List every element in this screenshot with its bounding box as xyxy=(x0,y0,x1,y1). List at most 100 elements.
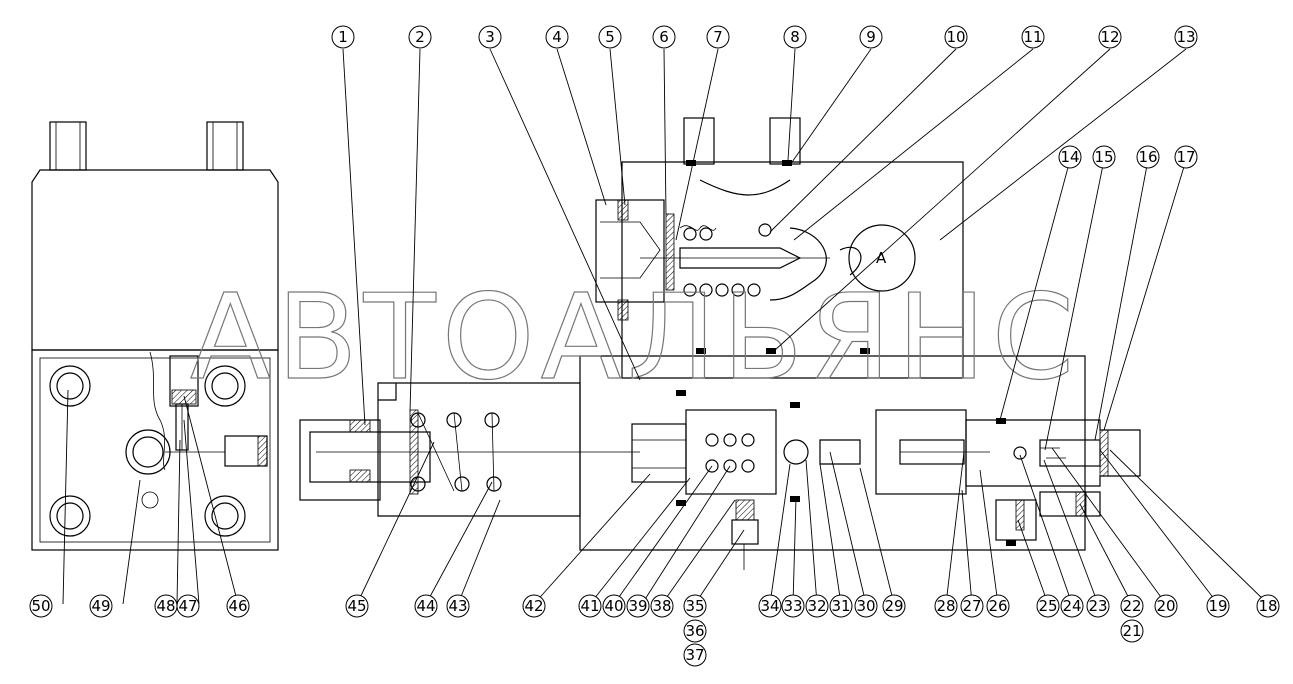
part-balloon-21: 21 xyxy=(1120,619,1144,643)
balloon-number: 25 xyxy=(1038,597,1057,615)
balloon-number: 44 xyxy=(416,597,435,615)
balloon-circle xyxy=(29,594,53,618)
section-label: A xyxy=(876,249,887,267)
balloon-circle xyxy=(805,594,829,618)
part-balloon-32: 32 xyxy=(805,594,829,618)
balloon-number: 27 xyxy=(962,597,981,615)
balloon-number: 12 xyxy=(1100,28,1119,46)
balloon-circle xyxy=(1206,594,1230,618)
balloon-number: 4 xyxy=(552,28,562,46)
balloon-circle xyxy=(522,594,546,618)
part-balloon-39: 39 xyxy=(626,594,650,618)
part-balloon-2: 2 xyxy=(408,25,432,49)
part-balloon-20: 20 xyxy=(1154,594,1178,618)
balloon-number: 14 xyxy=(1060,148,1079,166)
balloon-circle xyxy=(478,25,502,49)
part-balloon-22: 22 xyxy=(1120,594,1144,618)
balloon-number: 16 xyxy=(1138,148,1157,166)
balloon-circle xyxy=(1098,25,1122,49)
balloon-circle xyxy=(986,594,1010,618)
balloon-number: 33 xyxy=(783,597,802,615)
balloon-number: 20 xyxy=(1156,597,1175,615)
balloon-circle xyxy=(602,594,626,618)
balloon-circle xyxy=(1256,594,1280,618)
balloon-circle xyxy=(859,25,883,49)
part-balloon-38: 38 xyxy=(650,594,674,618)
balloon-number: 32 xyxy=(807,597,826,615)
balloon-circle xyxy=(706,25,730,49)
part-balloon-46: 46 xyxy=(226,594,250,618)
part-balloon-41: 41 xyxy=(578,594,602,618)
balloons-right-top: 14 15 16 17 xyxy=(1058,145,1198,169)
balloon-number: 35 xyxy=(685,597,704,615)
balloon-number: 23 xyxy=(1088,597,1107,615)
part-balloon-40: 40 xyxy=(602,594,626,618)
part-balloon-17: 17 xyxy=(1174,145,1198,169)
part-balloon-16: 16 xyxy=(1136,145,1160,169)
balloon-circle xyxy=(545,25,569,49)
balloon-number: 5 xyxy=(605,28,615,46)
balloon-circle xyxy=(331,25,355,49)
balloon-number: 47 xyxy=(178,597,197,615)
balloon-number: 10 xyxy=(946,28,965,46)
part-balloon-6: 6 xyxy=(652,25,676,49)
balloon-circle xyxy=(1174,145,1198,169)
part-balloon-11: 11 xyxy=(1021,25,1045,49)
balloon-number: 17 xyxy=(1176,148,1195,166)
balloon-circle xyxy=(176,594,200,618)
part-balloon-37: 37 xyxy=(683,643,707,667)
balloon-circle xyxy=(414,594,438,618)
balloon-circle xyxy=(829,594,853,618)
balloon-number: 37 xyxy=(685,646,704,664)
balloon-circle xyxy=(854,594,878,618)
balloon-circle xyxy=(408,25,432,49)
part-balloon-29: 29 xyxy=(882,594,906,618)
balloon-number: 34 xyxy=(760,597,779,615)
balloon-number: 22 xyxy=(1122,597,1141,615)
part-balloon-50: 50 xyxy=(29,594,53,618)
balloon-circle xyxy=(960,594,984,618)
balloon-circle xyxy=(578,594,602,618)
balloon-number: 39 xyxy=(628,597,647,615)
balloon-number: 26 xyxy=(988,597,1007,615)
watermark: АВТОАЛЬЯНС xyxy=(190,268,1080,406)
part-balloon-28: 28 xyxy=(934,594,958,618)
balloon-number: 30 xyxy=(856,597,875,615)
balloon-number: 19 xyxy=(1208,597,1227,615)
main-spring xyxy=(410,412,502,492)
balloon-circle xyxy=(882,594,906,618)
balloon-number: 3 xyxy=(485,28,495,46)
balloon-circle xyxy=(226,594,250,618)
balloon-circle xyxy=(1060,594,1084,618)
balloon-circle xyxy=(89,594,113,618)
part-balloon-42: 42 xyxy=(522,594,546,618)
part-balloon-27: 27 xyxy=(960,594,984,618)
balloon-number: 38 xyxy=(652,597,671,615)
part-balloon-15: 15 xyxy=(1092,145,1116,169)
leader-lines xyxy=(62,48,1269,605)
balloon-circle xyxy=(783,25,807,49)
balloon-number: 36 xyxy=(685,622,704,640)
balloon-number: 2 xyxy=(415,28,425,46)
balloon-circle xyxy=(683,619,707,643)
balloon-number: 45 xyxy=(347,597,366,615)
balloon-number: 15 xyxy=(1094,148,1113,166)
balloon-circle xyxy=(446,594,470,618)
balloon-number: 48 xyxy=(156,597,175,615)
balloon-circle xyxy=(781,594,805,618)
part-balloon-31: 31 xyxy=(829,594,853,618)
balloon-number: 50 xyxy=(31,597,50,615)
balloon-circle xyxy=(1058,145,1082,169)
balloon-circle xyxy=(758,594,782,618)
balloon-circle xyxy=(1036,594,1060,618)
balloon-circle xyxy=(1092,145,1116,169)
part-balloon-34: 34 xyxy=(758,594,782,618)
part-balloon-43: 43 xyxy=(446,594,470,618)
part-balloon-5: 5 xyxy=(598,25,622,49)
balloon-circle xyxy=(1021,25,1045,49)
balloon-number: 11 xyxy=(1023,28,1042,46)
